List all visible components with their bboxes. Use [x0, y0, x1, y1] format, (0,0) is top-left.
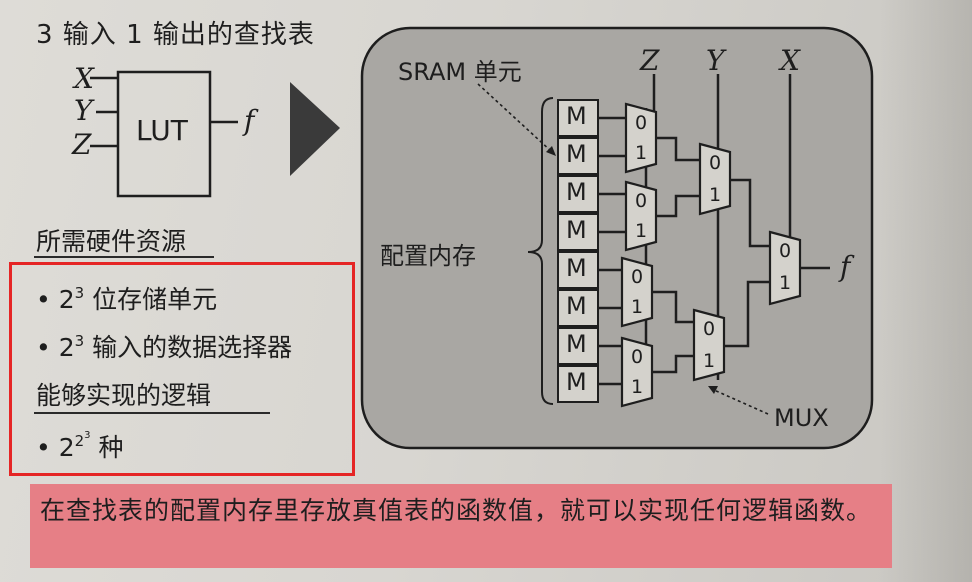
memory-cell-label: M — [566, 140, 587, 168]
memory-cell — [557, 137, 599, 175]
memory-cell — [557, 365, 599, 403]
hardware-section-underline — [34, 256, 214, 258]
highlight-box — [9, 262, 355, 476]
mux-input-0: 0 — [709, 152, 722, 174]
mux-l3 — [768, 230, 802, 306]
mux-l2 — [692, 308, 726, 382]
select-y-label: Y — [706, 44, 725, 77]
lut-input-y-label: Y — [74, 94, 93, 127]
sram-cell-label: SRAM 单元 — [398, 58, 522, 86]
mux-input-0: 0 — [635, 112, 648, 134]
memory-cell — [557, 327, 599, 365]
figure-heading: 3 输入 1 输出的查找表 — [36, 20, 315, 50]
mux-input-0: 0 — [635, 190, 648, 212]
memory-cell-label: M — [566, 216, 587, 244]
logic-section-title: 能够实现的逻辑 — [36, 381, 212, 410]
memory-cell — [557, 213, 599, 251]
logic-item-count: • 223 种 — [36, 430, 124, 462]
lut-label: LUT — [136, 114, 188, 147]
mux-l2 — [698, 142, 732, 216]
select-z-label: Z — [640, 44, 660, 77]
mux-pointer — [713, 389, 769, 415]
mux-input-0: 0 — [779, 240, 792, 262]
sram-pointer — [477, 83, 553, 153]
mux-l1 — [620, 256, 654, 328]
mux-input-0: 0 — [631, 266, 644, 288]
mux-input-1: 1 — [635, 220, 648, 242]
config-memory-bracket — [527, 97, 554, 405]
memory-cell-label: M — [566, 330, 587, 358]
memory-cell-label: M — [566, 178, 587, 206]
hardware-section-title: 所需硬件资源 — [36, 227, 187, 256]
select-x-label: X — [780, 44, 800, 77]
memory-cell-label: M — [566, 254, 587, 282]
hardware-item-mux: • 23 输入的数据选择器 — [36, 332, 293, 362]
hardware-item-memory: • 23 位存储单元 — [36, 284, 218, 314]
memory-cell-label: M — [566, 102, 587, 130]
config-memory-label: 配置内存 — [380, 242, 476, 270]
mux-input-1: 1 — [703, 350, 716, 372]
mux-input-1: 1 — [631, 296, 644, 318]
diagram-panel — [360, 26, 874, 450]
highlighted-note: 在查找表的配置内存里存放真值表的函数值，就可以实现任何逻辑函数。 — [30, 484, 892, 568]
lut-input-z-label: Z — [72, 128, 92, 161]
transform-arrow — [290, 82, 340, 176]
mux-input-0: 0 — [631, 346, 644, 368]
memory-cells — [557, 99, 599, 403]
mux-output-label: f — [840, 250, 851, 283]
mux-input-1: 1 — [631, 376, 644, 398]
logic-section-underline — [34, 412, 270, 414]
mux-input-0: 0 — [703, 318, 716, 340]
mux-l1 — [624, 180, 658, 252]
memory-cell-label: M — [566, 368, 587, 396]
mux-input-1: 1 — [779, 272, 792, 294]
page-edge-shadow — [880, 0, 972, 582]
lut-input-x-label: X — [74, 62, 94, 95]
lut-box — [116, 70, 212, 198]
memory-cell-label: M — [566, 292, 587, 320]
lut-output-label: f — [244, 104, 255, 137]
memory-cell — [557, 99, 599, 137]
memory-cell — [557, 251, 599, 289]
level1-muxes — [620, 102, 658, 408]
mux-l1 — [620, 336, 654, 408]
level2-muxes — [692, 142, 732, 382]
mux-l1 — [624, 102, 658, 174]
mux-label: MUX — [774, 404, 829, 432]
mux-input-1: 1 — [635, 142, 648, 164]
mux-input-1: 1 — [709, 184, 722, 206]
